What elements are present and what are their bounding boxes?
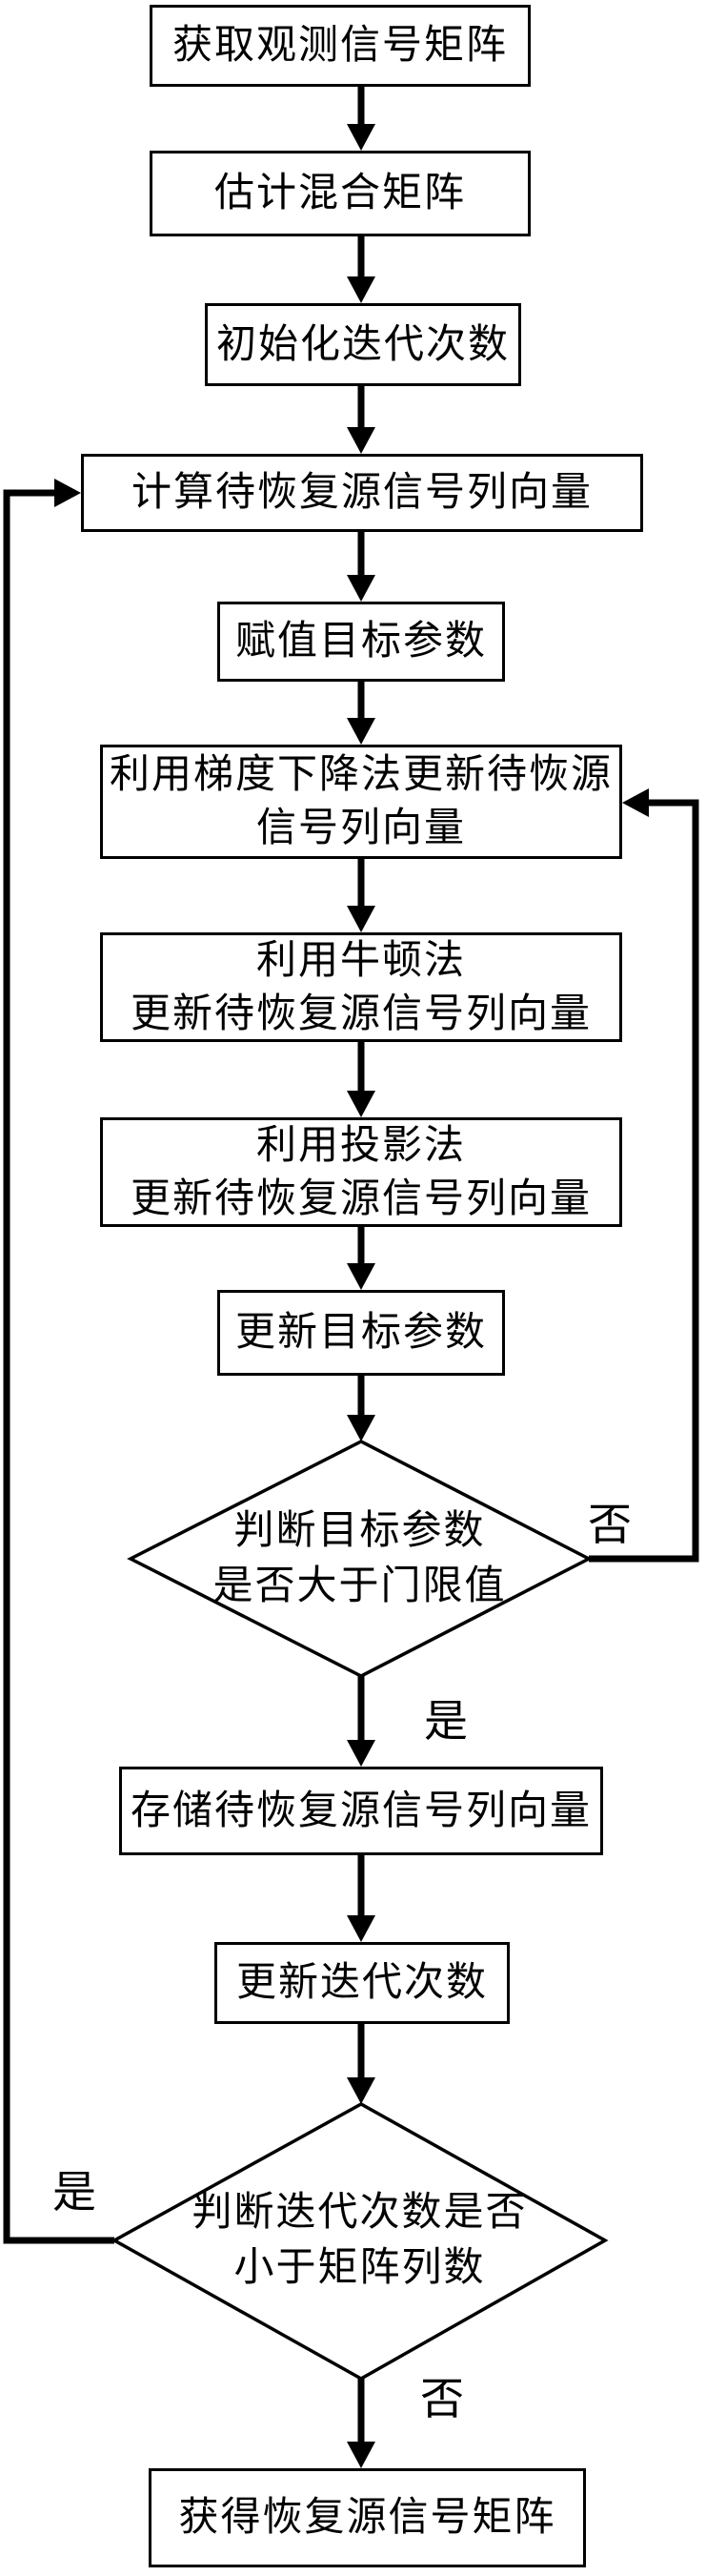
node-obtain-recovered-matrix: 获得恢复源信号矩阵 xyxy=(149,2468,586,2567)
node-update-target-param: 更新目标参数 xyxy=(217,1290,505,1376)
feedback-loop-no xyxy=(589,799,699,1563)
node-newton-update: 利用牛顿法 更新待恢复源信号列向量 xyxy=(100,932,622,1042)
node-assign-target-param: 赋值目标参数 xyxy=(217,602,505,682)
decision-target-threshold-label: 判断目标参数 是否大于门限值 xyxy=(212,1509,507,1608)
node-estimate-mixing-matrix: 估计混合矩阵 xyxy=(150,151,531,236)
decision-iteration-columns-label: 判断迭代次数是否 小于矩阵列数 xyxy=(192,2191,528,2290)
node-init-iteration-count: 初始化迭代次数 xyxy=(205,303,521,386)
node-update-iteration-count: 更新迭代次数 xyxy=(214,1942,510,2024)
edge-label-yes-2: 是 xyxy=(48,2166,101,2219)
feedback-loop-no-arrowhead xyxy=(622,788,649,817)
edge-label-no-1: 否 xyxy=(581,1499,638,1552)
flow-arrowheads xyxy=(347,124,375,2468)
node-gradient-descent-update: 利用梯度下降法更新待恢源 信号列向量 xyxy=(100,745,622,859)
node-compute-source-vector: 计算待恢复源信号列向量 xyxy=(81,454,643,532)
feedback-loop-yes xyxy=(3,489,114,2244)
node-store-source-vector: 存储待恢复源信号列向量 xyxy=(119,1767,603,1855)
node-projection-update: 利用投影法 更新待恢复源信号列向量 xyxy=(100,1117,622,1227)
edge-label-yes-1: 是 xyxy=(419,1695,473,1748)
edge-label-no-2: 否 xyxy=(415,2373,469,2426)
node-get-observation-matrix: 获取观测信号矩阵 xyxy=(150,5,531,87)
feedback-loop-yes-arrowhead xyxy=(54,479,81,507)
